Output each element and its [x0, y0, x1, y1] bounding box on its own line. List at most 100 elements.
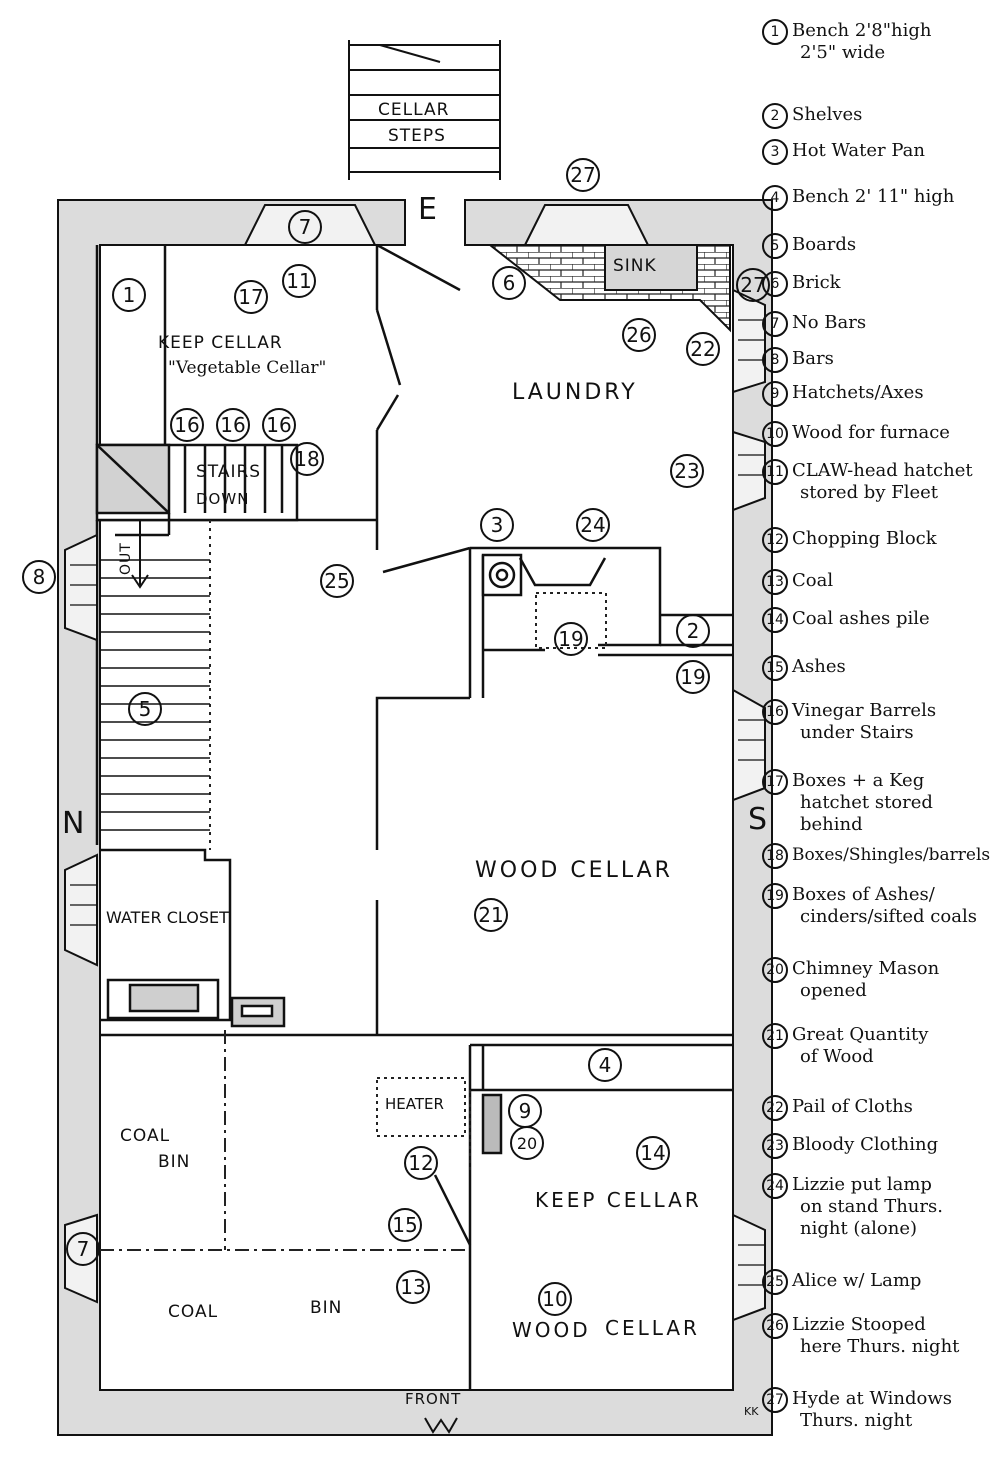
legend-text: Shelves — [792, 104, 998, 126]
marker-7b: 7 — [66, 1232, 100, 1266]
marker-16a: 16 — [170, 408, 204, 442]
cellar-steps — [348, 40, 501, 180]
legend-text-line: Hot Water Pan — [792, 140, 925, 161]
legend-text: Hatchets/Axes — [792, 382, 998, 404]
legend-text: Pail of Cloths — [792, 1096, 998, 1118]
legend-text: No Bars — [792, 312, 998, 334]
legend-number: 3 — [762, 139, 788, 165]
legend-number: 27 — [762, 1387, 788, 1413]
legend-text: Boxes/Shingles/barrels — [792, 844, 998, 866]
legend-number: 2 — [762, 103, 788, 129]
laundry-label: LAUNDRY — [512, 380, 638, 405]
legend-text-line: Chopping Block — [792, 528, 937, 549]
coal-bin-1-label-2: BIN — [158, 1152, 191, 1172]
wood-cellar-bottom-label-2: CELLAR — [605, 1316, 700, 1340]
down-label: DOWN — [196, 490, 250, 508]
legend-number: 24 — [762, 1173, 788, 1199]
marker-23: 23 — [670, 454, 704, 488]
legend-text-line: Boxes + a Keg — [792, 770, 925, 791]
legend-text-line: Ashes — [792, 656, 846, 677]
marker-7: 7 — [288, 210, 322, 244]
legend-text-line: Boxes/Shingles/barrels — [792, 845, 991, 865]
sink-label: SINK — [613, 256, 657, 276]
legend-text-line: Bench 2'8"high — [792, 20, 932, 41]
coal-bin-1-label: COAL — [120, 1126, 171, 1146]
legend-text: Coal ashes pile — [792, 608, 998, 630]
foundation-walls — [57, 199, 773, 1436]
legend-text-line: CLAW-head hatchet — [792, 460, 973, 481]
legend-text: Boxes of Ashes/cinders/sifted coals — [792, 884, 998, 928]
legend-number: 20 — [762, 957, 788, 983]
marker-13: 13 — [396, 1270, 430, 1304]
legend-text-line: 2'5" wide — [800, 42, 886, 63]
legend-number: 6 — [762, 271, 788, 297]
marker-16b: 16 — [216, 408, 250, 442]
legend-text: Bloody Clothing — [792, 1134, 998, 1156]
legend-text-line: hatchet stored behind — [800, 792, 933, 835]
marker-9: 9 — [508, 1094, 542, 1128]
legend-text-line: Lizzie Stooped — [792, 1314, 926, 1335]
cellar-steps-label: CELLAR — [378, 100, 450, 120]
legend-number: 11 — [762, 459, 788, 485]
marker-8: 8 — [22, 560, 56, 594]
legend-number: 9 — [762, 381, 788, 407]
marker-19a: 19 — [554, 622, 588, 656]
out-label: OUT — [118, 542, 134, 575]
legend-number: 12 — [762, 527, 788, 553]
marker-15: 15 — [388, 1208, 422, 1242]
legend-text-line: Pail of Cloths — [792, 1096, 913, 1117]
marker-17: 17 — [234, 280, 268, 314]
legend-text-line: Alice w/ Lamp — [792, 1270, 922, 1291]
legend-text-line: Boards — [792, 234, 857, 255]
legend-text-line: under Stairs — [800, 722, 914, 743]
marker-16c: 16 — [262, 408, 296, 442]
dashed-lines — [100, 520, 607, 1251]
legend-number: 18 — [762, 843, 788, 869]
keep-cellar-bottom-label: KEEP CELLAR — [535, 1188, 702, 1212]
legend-text: Hot Water Pan — [792, 140, 998, 162]
coal-bin-2-label: COAL — [168, 1302, 219, 1322]
legend-text-line: stored by Fleet — [800, 482, 939, 503]
marker-14: 14 — [636, 1136, 670, 1170]
coal-bin-2-label-2: BIN — [310, 1298, 343, 1318]
legend-text-line: of Wood — [800, 1046, 874, 1067]
marker-2: 2 — [676, 614, 710, 648]
legend-text-line: Thurs. night — [800, 1410, 913, 1431]
vegetable-cellar-label: "Vegetable Cellar" — [168, 358, 327, 378]
legend-number: 25 — [762, 1269, 788, 1295]
interior-walls — [95, 243, 733, 1390]
legend-number: 17 — [762, 769, 788, 795]
legend-text-line: Boxes of Ashes/ — [792, 884, 935, 905]
artist-initials: KK — [744, 1405, 759, 1418]
legend-text-line: Brick — [792, 272, 841, 293]
marker-5: 5 — [128, 692, 162, 726]
front-label: FRONT — [405, 1390, 462, 1408]
marker-1: 1 — [112, 278, 146, 312]
marker-25: 25 — [320, 564, 354, 598]
water-closet-label: WATER CLOSET — [106, 908, 229, 927]
marker-12: 12 — [404, 1146, 438, 1180]
legend-number: 5 — [762, 233, 788, 259]
legend-text: Boards — [792, 234, 998, 256]
marker-4: 4 — [588, 1048, 622, 1082]
